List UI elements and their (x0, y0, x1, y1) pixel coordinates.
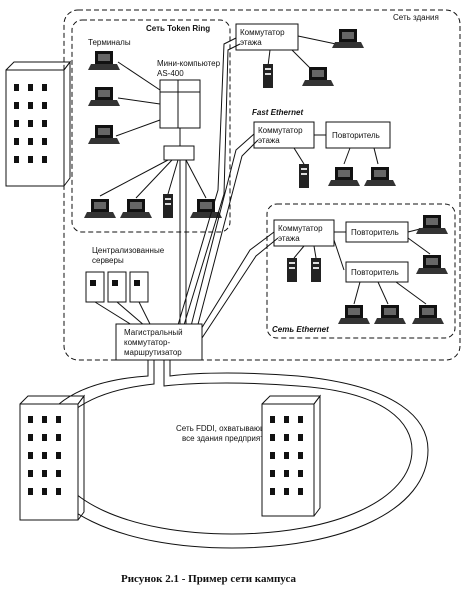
terminal-icon-2 (88, 87, 120, 106)
servers-label-1: Централизованные (92, 246, 165, 255)
fddi-label-1: Сеть FDDI, охватывающая (176, 424, 275, 433)
pc-icon-rep3-1 (338, 305, 370, 324)
backbone-switch-router (115, 323, 203, 361)
fiber-pipe-3 (197, 231, 275, 335)
tower-icon-eth-2 (311, 258, 321, 282)
minicomputer-label-2: AS-400 (157, 69, 184, 78)
server-tower-icon-tr (163, 194, 173, 218)
servers-label-2: серверы (92, 256, 124, 265)
fiber-pipe-1 (177, 37, 237, 326)
floor-switch-3 (273, 219, 335, 247)
minicomputer-label-1: Мини-компьютер (157, 59, 221, 68)
token-ring-hub (163, 145, 195, 161)
token-ring-boundary (71, 19, 231, 233)
pc-icon-rep3-2 (374, 305, 406, 324)
backbone-label-1: Магистральный (124, 328, 183, 337)
building-network-label: Сеть здания (393, 13, 439, 22)
central-server-1 (85, 271, 105, 303)
token-ring-label: Сеть Token Ring (146, 24, 210, 33)
floor-switch-2-label-2: этажа (258, 136, 280, 145)
workstation-icon-1 (84, 199, 116, 218)
floor-switch-3-label-1: Коммутатор (278, 224, 323, 233)
terminal-icon-1 (88, 51, 120, 70)
building-icon-right-bottom (261, 394, 321, 517)
fast-ethernet-label: Fast Ethernet (252, 108, 303, 117)
floor-switch-1-label-2: этажа (240, 38, 262, 47)
repeater-3 (345, 261, 409, 283)
backbone-label-3: маршрутизатор (124, 348, 182, 357)
repeater-1-label: Повторитель (332, 131, 380, 140)
repeater-1 (325, 121, 391, 149)
pc-icon-sw1-1 (332, 29, 364, 48)
tower-icon-sw2 (299, 164, 309, 188)
pc-icon-rep1-2 (364, 167, 396, 186)
pc-icon-rep2-2 (416, 255, 448, 274)
fiber-pipe-2 (189, 133, 255, 331)
figure-caption: Рисунок 2.1 - Пример сети кампуса (121, 573, 296, 585)
floor-switch-1 (235, 23, 299, 51)
workstation-icon-2 (120, 199, 152, 218)
repeater-3-label: Повторитель (351, 268, 399, 277)
central-server-3 (129, 271, 149, 303)
tower-icon-eth-1 (287, 258, 297, 282)
as400-minicomputer (159, 79, 201, 129)
pc-icon-rep1-1 (328, 167, 360, 186)
ethernet-label: Сеть Ethernet (272, 325, 329, 334)
terminals-label: Терминалы (88, 38, 131, 47)
floor-switch-2-label-1: Коммутатор (258, 126, 303, 135)
building-icon-left-top (5, 60, 71, 187)
pc-icon-sw1-2 (302, 67, 334, 86)
pc-icon-rep2-1 (416, 215, 448, 234)
building-icon-left-bottom (19, 394, 85, 521)
fddi-label-2: все здания предприятия (182, 434, 273, 443)
fddi-ring-outer (35, 360, 429, 549)
repeater-2-label: Повторитель (351, 228, 399, 237)
central-server-2 (107, 271, 127, 303)
terminal-icon-3 (88, 125, 120, 144)
floor-switch-1-label-1: Коммутатор (240, 28, 285, 37)
pc-icon-rep3-3 (412, 305, 444, 324)
tower-icon-sw1 (263, 64, 273, 88)
ethernet-boundary (266, 203, 456, 339)
backbone-label-2: коммутатор- (124, 338, 170, 347)
floor-switch-3-label-2: этажа (278, 234, 300, 243)
